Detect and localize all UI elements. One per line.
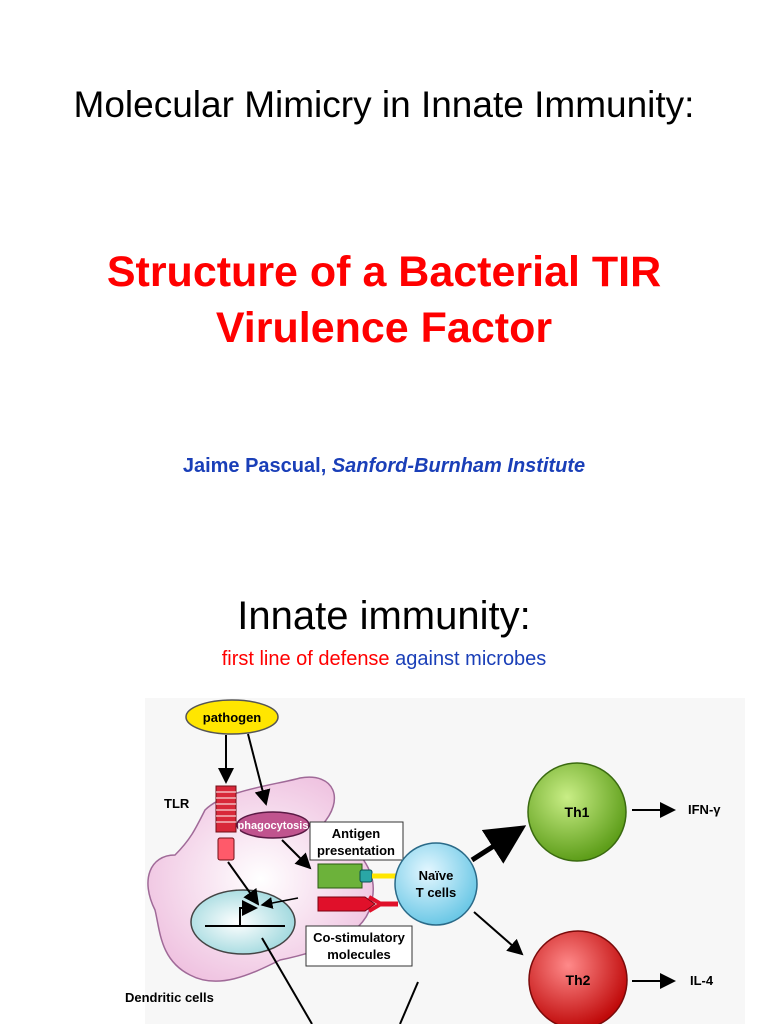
dendritic-cells-label: Dendritic cells [125, 990, 214, 1005]
antigen-label-line1: Antigen [332, 826, 380, 841]
ifn-gamma-label: IFN-γ [688, 802, 721, 817]
antigen-label-line2: presentation [317, 843, 395, 858]
slide-heading: Structure of a Bacterial TIR Virulence F… [0, 244, 768, 356]
tlr-receptor [215, 785, 237, 861]
slide-title: Molecular Mimicry in Innate Immunity: [73, 84, 695, 125]
pathogen-shape [185, 699, 279, 735]
th1-label: Th1 [565, 804, 590, 820]
naive-label-line2: T cells [416, 885, 456, 900]
subtitle-red-part: first line of defense [221, 648, 390, 670]
heading-line-2: Virulence Factor [215, 304, 553, 352]
section-title: Innate immunity: [237, 594, 531, 638]
th2-cell [528, 930, 628, 1024]
author-institute: Sanford-Burnham Institute [331, 455, 586, 477]
naive-t-cell [394, 842, 478, 926]
costim-label-line2: molecules [327, 947, 391, 962]
section-subtitle: first line of defense against microbes [0, 648, 768, 671]
th2-label: Th2 [566, 972, 591, 988]
phagocytosis-label: phagocytosis [238, 820, 309, 832]
naive-label-line1: Naïve [419, 868, 454, 883]
author-name: Jaime Pascual, [182, 455, 327, 477]
author-line: Jaime Pascual, Sanford-Burnham Institute [0, 455, 768, 478]
th1-cell [527, 762, 627, 862]
costim-label-line1: Co-stimulatory [313, 930, 406, 945]
heading-line-1: Structure of a Bacterial TIR [106, 248, 662, 296]
subtitle-blue-part: against microbes [395, 648, 547, 670]
costimulatory-arrow [317, 896, 376, 912]
mhc-complex [317, 863, 363, 889]
tlr-label: TLR [164, 796, 190, 811]
nucleus [190, 889, 296, 955]
phagocytosis-vesicle [236, 811, 310, 839]
immune-diagram: pathogen TLR phagocytosis Antigen presen… [125, 698, 745, 1024]
pathogen-label: pathogen [203, 710, 262, 725]
il4-label: IL-4 [690, 973, 714, 988]
